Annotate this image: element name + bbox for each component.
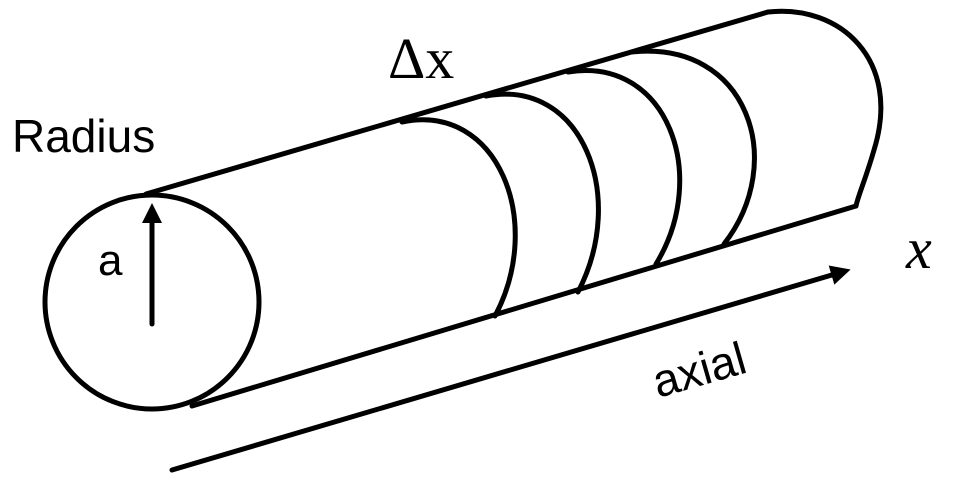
segment-arc-1 — [399, 117, 518, 319]
cross-section-circle — [42, 192, 262, 412]
segment-arc-3 — [565, 68, 683, 267]
radius-title-label: Radius — [12, 110, 155, 162]
axis-variable-label: x — [905, 216, 932, 281]
segment-length-label: Δx — [388, 26, 454, 91]
radius-symbol-label: a — [98, 236, 123, 285]
cylinder-end-cap — [765, 8, 884, 209]
cylinder-bottom-edge — [189, 203, 859, 409]
segment-arc-2 — [483, 91, 601, 295]
axial-arrow — [169, 265, 851, 473]
cylinder-top-edge — [143, 9, 771, 197]
cylinder — [42, 8, 884, 412]
axial-label: axial — [646, 332, 751, 408]
segment-arc-4 — [629, 48, 757, 247]
